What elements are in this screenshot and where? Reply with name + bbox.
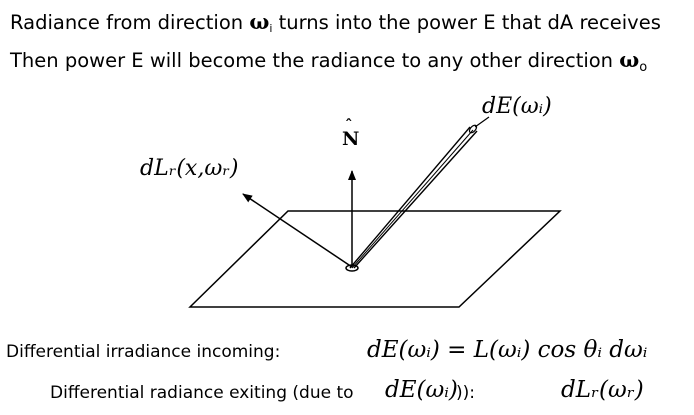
omega-i-symbol: ω [249, 9, 270, 34]
omega-o-symbol: ω [619, 47, 640, 72]
incident-ray-center [351, 129, 474, 269]
header-line-1-suffix: turns into the power E that dA receives [272, 11, 661, 34]
header-line-1: Radiance from direction ωi turns into th… [10, 9, 661, 35]
omega-i-subscript: i [269, 22, 273, 35]
header-line-2-prefix: Then power E will become the radiance to… [10, 49, 620, 72]
radiance-symbol: dE(ωᵢ) [385, 377, 458, 403]
normal-hat: ˆ [345, 116, 353, 134]
header-line-2: Then power E will become the radiance to… [10, 47, 647, 75]
incident-label: dE(ωᵢ) [482, 94, 552, 119]
radiance-value: dLᵣ(ωᵣ) [561, 377, 644, 403]
reflected-ray [242, 193, 353, 268]
incident-ray-edge-1 [349, 126, 471, 269]
incident-ray-edge-2 [353, 130, 478, 269]
reflected-label: dLᵣ(x,ωᵣ) [140, 156, 239, 181]
normal-letter: N [342, 128, 360, 150]
radiance-close: )): [456, 383, 475, 403]
irradiance-text: Differential irradiance incoming: [6, 342, 281, 362]
omega-o-subscript: o [639, 60, 648, 75]
surface-plane [188, 210, 562, 308]
radiance-text: Differential radiance exiting (due to [50, 383, 354, 403]
irradiance-equation: dE(ωᵢ) = L(ωᵢ) cos θᵢ dωᵢ [367, 337, 648, 363]
incident-label-leader [474, 116, 490, 128]
header-line-1-prefix: Radiance from direction [10, 11, 250, 34]
